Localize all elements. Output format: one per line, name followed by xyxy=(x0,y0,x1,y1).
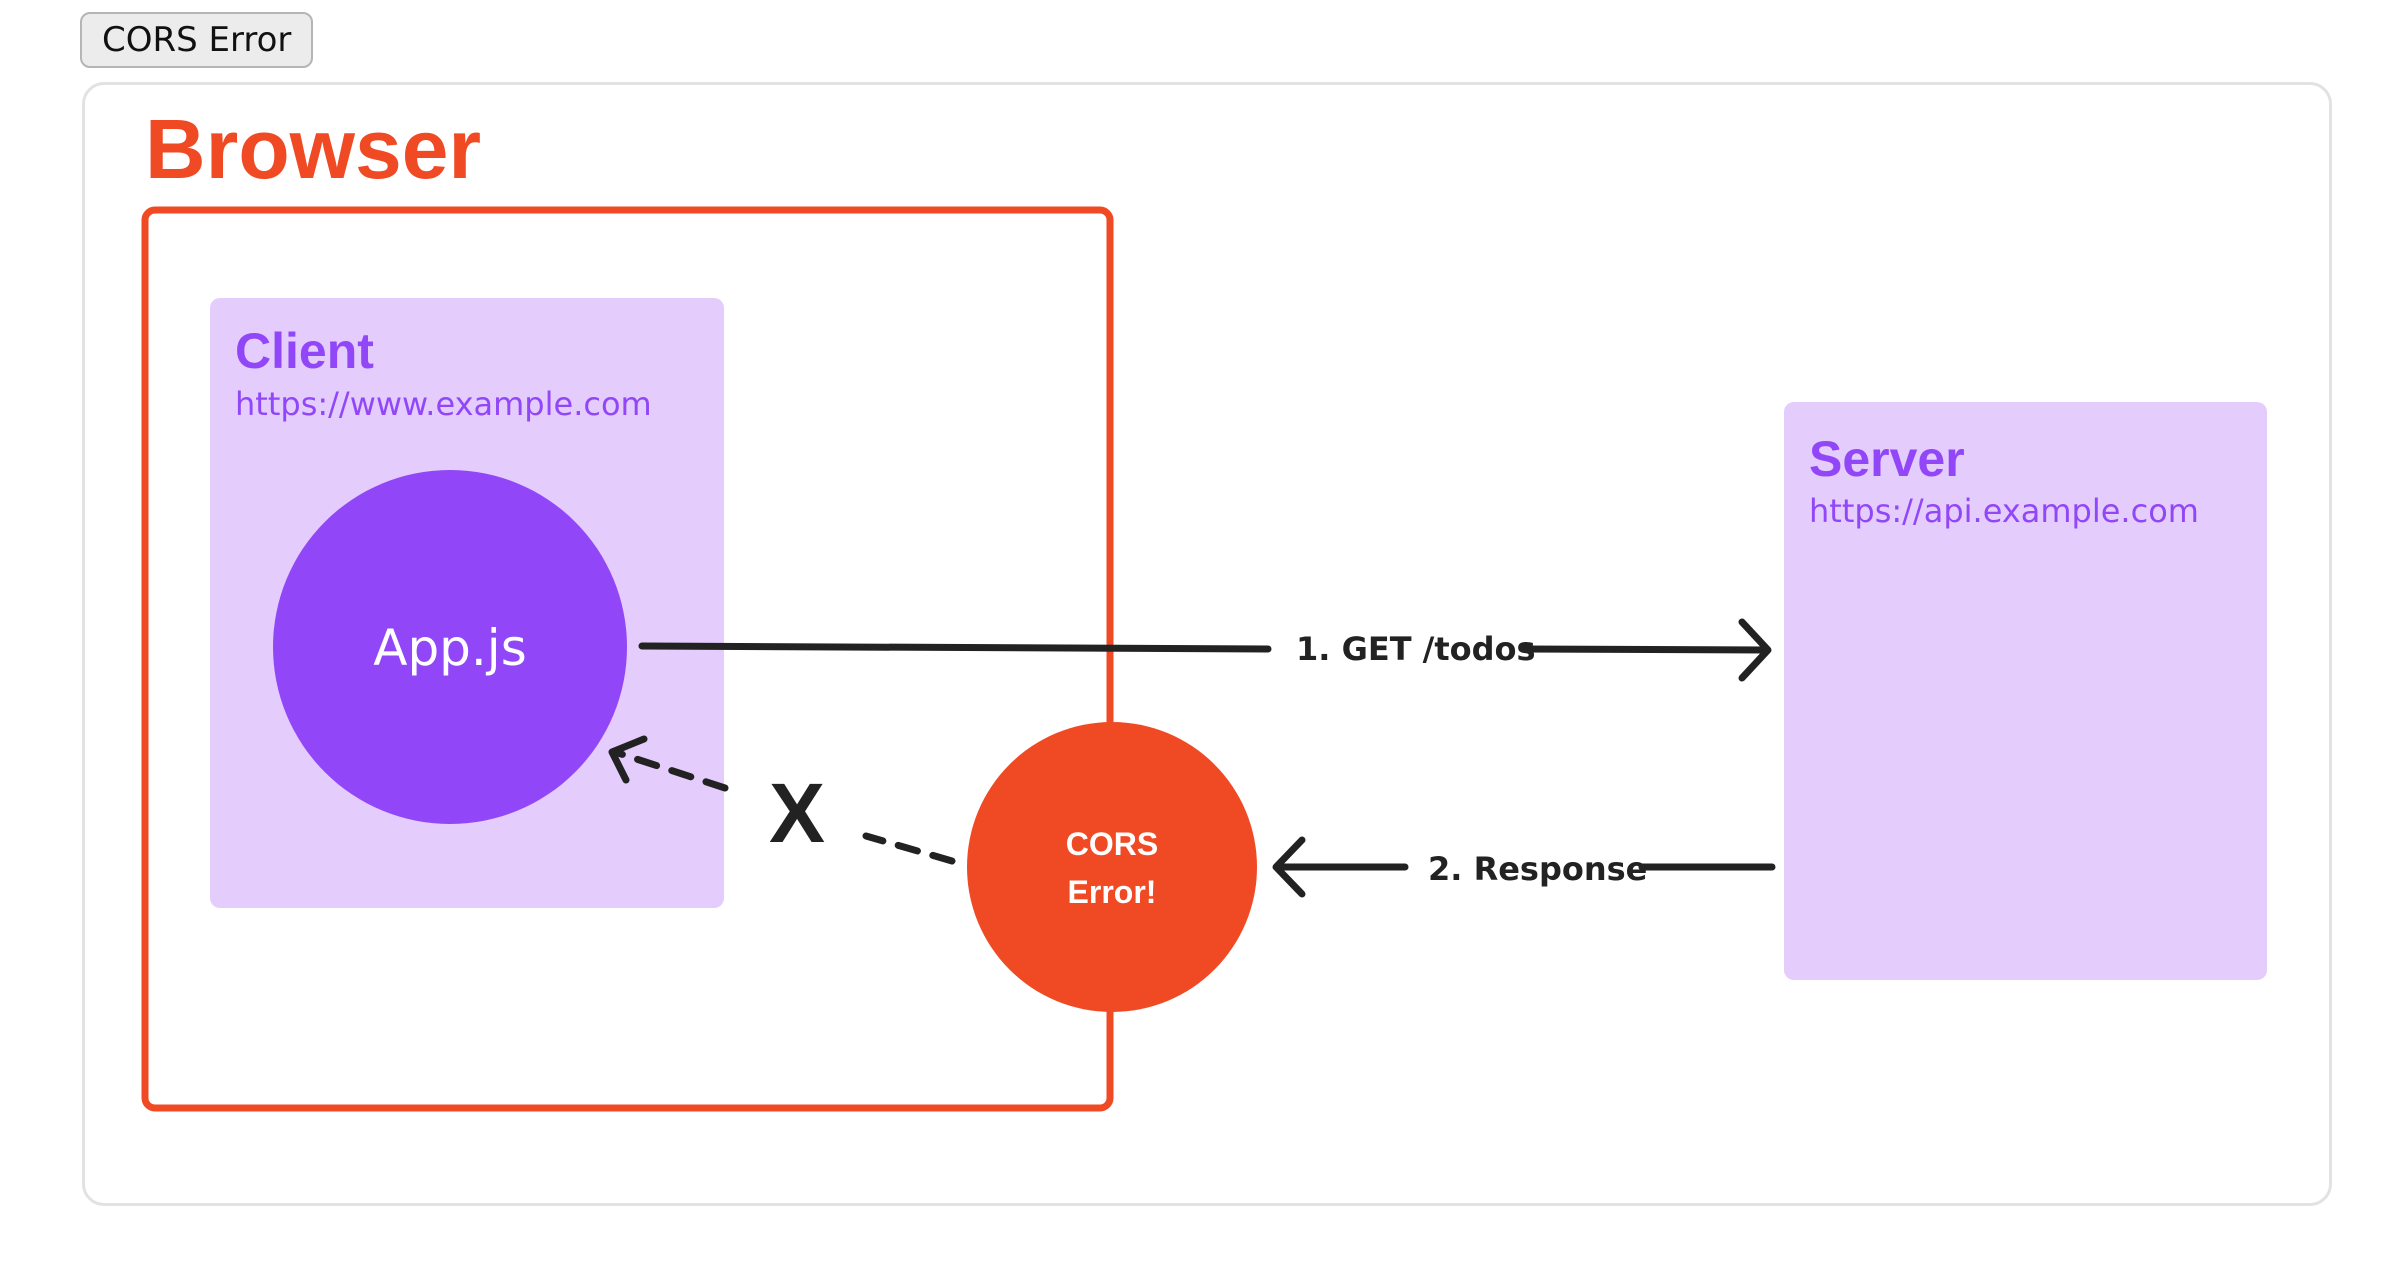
blocked-arrow-line-right xyxy=(862,832,956,865)
server-url: https://api.example.com xyxy=(1809,492,2199,530)
response-arrow-label: 2. Response xyxy=(1428,850,1647,888)
blocked-x-mark: X xyxy=(769,766,825,860)
cors-error-label-line1: CORS xyxy=(1066,826,1158,862)
server-title: Server xyxy=(1809,431,1965,487)
browser-boundary xyxy=(141,206,1114,1112)
blocked-arrowhead-icon xyxy=(608,735,648,784)
client-url: https://www.example.com xyxy=(235,385,652,423)
request-arrow-line-right xyxy=(1519,645,1770,654)
blocked-arrow-line-left xyxy=(611,748,729,792)
request-arrow-line-left xyxy=(638,642,1272,653)
cors-error-button[interactable]: CORS Error xyxy=(80,12,314,68)
request-arrowhead-icon xyxy=(1738,618,1772,682)
browser-title: Browser xyxy=(145,102,481,196)
cors-error-node xyxy=(967,722,1257,1012)
request-arrow-label: 1. GET /todos xyxy=(1296,630,1536,668)
response-arrowhead-icon xyxy=(1272,836,1306,898)
cors-error-label-line2: Error! xyxy=(1068,874,1157,910)
app-js-node xyxy=(273,470,627,824)
client-title: Client xyxy=(235,323,374,379)
app-js-label: App.js xyxy=(373,619,527,677)
server-box xyxy=(1784,402,2267,980)
